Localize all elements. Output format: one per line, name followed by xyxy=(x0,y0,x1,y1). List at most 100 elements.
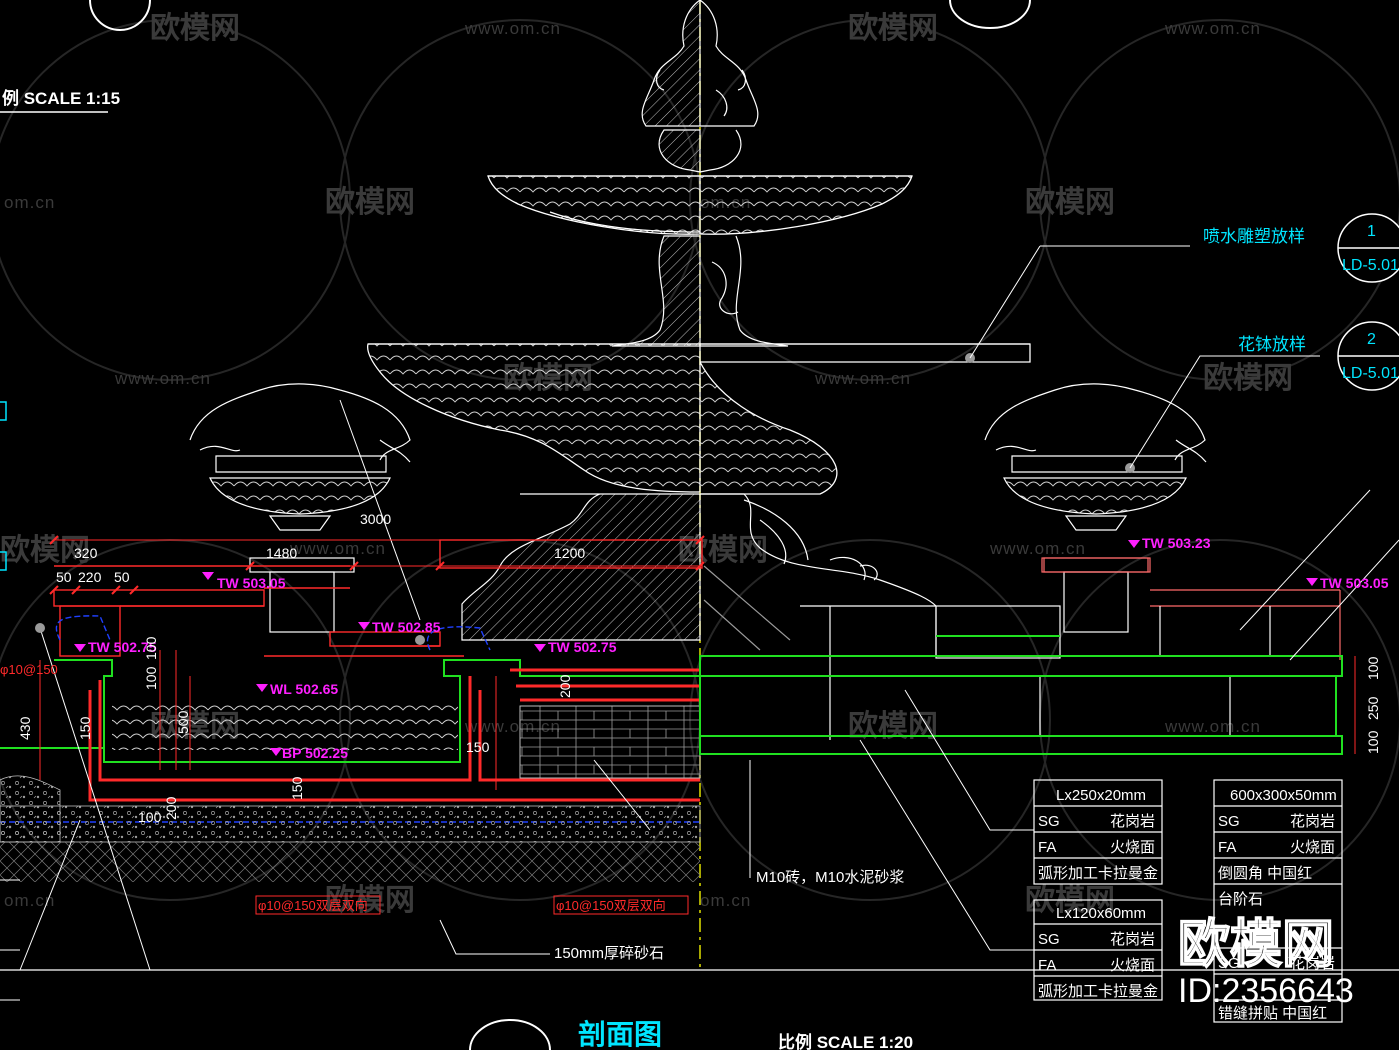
detail-circle-bottom xyxy=(469,1019,551,1050)
watermark-url: www.om.cn xyxy=(464,19,561,38)
leader-dot xyxy=(35,623,45,633)
dim-500: 500 xyxy=(175,710,191,734)
fountain-pedestal xyxy=(461,493,937,657)
dim-1200: 1200 xyxy=(554,545,585,561)
blue-outline xyxy=(0,615,700,823)
table-right-header: 600x300x50mm xyxy=(1230,787,1337,804)
pool-water xyxy=(112,700,458,750)
table-left2-row-key: SG xyxy=(1038,931,1060,948)
top-scale-label: 例 SCALE 1:15 xyxy=(2,88,120,108)
fountain-stem-upper xyxy=(611,235,789,347)
callout-sculpture-ref: LD-5.01. xyxy=(1342,257,1399,274)
watermark-brand: 欧模网 xyxy=(1025,186,1115,219)
dim-320: 320 xyxy=(74,545,98,561)
watermark-id: ID:2356643 xyxy=(1178,972,1354,1010)
table-left-row-value: 弧形加工卡拉曼金 xyxy=(1038,865,1158,882)
watermark-url: www.om.cn xyxy=(289,539,386,558)
fountain-top-bowl xyxy=(487,175,913,235)
watermark-url: www.om.cn xyxy=(1164,717,1261,736)
elevation-tw-inner: TW 502.85 xyxy=(372,619,441,635)
brand-stamp: 欧模网 xyxy=(1178,916,1334,974)
rebar-note-box-right xyxy=(553,895,689,915)
watermark-brand: 欧模网 xyxy=(325,186,415,219)
table-left-row-key: FA xyxy=(1038,839,1056,856)
watermark-brand: 欧模网 xyxy=(150,12,240,45)
table-right-row-value: 花岗岩 xyxy=(1290,955,1335,972)
callout-left-edge xyxy=(0,401,7,421)
table-right-row-key: SG xyxy=(1218,813,1240,830)
dim-150a: 150 xyxy=(77,716,93,740)
rebar-note-box-left xyxy=(255,895,381,915)
watermark-brand: 欧模网 xyxy=(1203,362,1293,395)
table-right-row-value: 花岗岩 xyxy=(1290,813,1335,830)
callout-planter-ref: LD-5.01. xyxy=(1342,365,1399,382)
table-right-row-key: SG xyxy=(1218,955,1240,972)
left-edge-fragments xyxy=(0,879,20,1001)
dim-right-250: 250 xyxy=(1365,696,1381,720)
table-right-row-value: 错缝拼贴 中国红 xyxy=(1218,1005,1327,1022)
watermark-brand: 欧模网 xyxy=(325,884,415,917)
watermark-brand: 欧模网 xyxy=(848,12,938,45)
callout-planter-text: 花钵放样 xyxy=(1238,335,1306,354)
left-rebar-lines xyxy=(88,668,700,802)
dimension-ticks xyxy=(49,535,705,595)
left-pool-liner xyxy=(0,659,700,763)
dim-right-100: 100 xyxy=(1365,656,1381,680)
dim-150b: 150 xyxy=(466,739,490,755)
elevation-bp: BP 502.25 xyxy=(282,745,348,761)
right-section-elevation xyxy=(800,557,1341,740)
table-left-row-value: 火烧面 xyxy=(1110,839,1155,856)
dim-right-100b: 100 xyxy=(1365,730,1381,754)
right-coping-green xyxy=(699,635,1343,755)
brick-wall xyxy=(519,705,701,779)
watermark-brand: 欧模网 xyxy=(848,710,938,743)
rebar-note-left: φ10@150双层双向 xyxy=(258,898,368,913)
dim-100a: 100 xyxy=(143,666,159,690)
dim-200: 200 xyxy=(557,674,573,698)
note-gravel: 150mm厚碎砂石 xyxy=(554,945,664,962)
dimension-texts: 3000 320 1480 1200 50 220 50 100 100 200… xyxy=(17,511,1381,825)
fountain-finial xyxy=(641,0,759,173)
callout-left-edge xyxy=(0,551,7,571)
left-planter xyxy=(189,383,411,633)
table-left2-row-value: 花岗岩 xyxy=(1110,931,1155,948)
table-left-row-value: 花岗岩 xyxy=(1110,813,1155,830)
dimension-lines xyxy=(39,539,1356,790)
callout-planter: 花钵放样 2 LD-5.01. xyxy=(1238,321,1399,391)
leader-lines xyxy=(19,245,1399,971)
dim-50b: 50 xyxy=(114,569,130,585)
table-right-row-key: FA xyxy=(1218,839,1236,856)
gravel-layer xyxy=(0,805,701,843)
dim-430: 430 xyxy=(17,716,33,740)
dim-100c: 100 xyxy=(138,809,162,825)
table-left2-header: Lx120x60mm xyxy=(1056,905,1146,922)
table-left-header: Lx250x20mm xyxy=(1056,787,1146,804)
elevation-wl: WL 502.65 xyxy=(270,681,338,697)
table-left2-row-value: 弧形加工卡拉曼金 xyxy=(1038,983,1158,1000)
dim-3000: 3000 xyxy=(360,511,391,527)
edge-gravel xyxy=(0,775,61,843)
note-brick: M10砖，M10水泥砂浆 xyxy=(756,868,904,886)
elevation-tw-right-planter: TW 503.23 xyxy=(1142,535,1211,551)
material-table-right xyxy=(1213,779,1343,1023)
dim-50a: 50 xyxy=(56,569,72,585)
rebar-note-right: φ10@150双层双向 xyxy=(556,898,666,913)
detail-circle-top-left xyxy=(89,0,151,31)
bottom-scale-label: 比例 SCALE 1:20 xyxy=(778,1032,913,1050)
table-left-row-key: SG xyxy=(1038,813,1060,830)
table-left2-row-key: FA xyxy=(1038,957,1056,974)
callout-sculpture: 喷水雕塑放样 1 LD-5.01. xyxy=(1203,213,1399,283)
right-planter xyxy=(984,383,1207,633)
watermark-url: om.cn xyxy=(4,193,55,212)
material-table-left xyxy=(1033,779,1163,1001)
fountain-middle-bowl xyxy=(366,343,1031,495)
callout-sculpture-text: 喷水雕塑放样 xyxy=(1203,227,1305,246)
compacted-soil xyxy=(0,842,700,882)
watermark-url: www.om.cn xyxy=(114,369,211,388)
table-right-row-value: 台阶石 xyxy=(1218,891,1263,908)
dim-1480: 1480 xyxy=(266,545,297,561)
dim-100b: 100 xyxy=(143,636,159,660)
table-left2-row-value: 火烧面 xyxy=(1110,957,1155,974)
dim-150c: 150 xyxy=(289,776,305,800)
